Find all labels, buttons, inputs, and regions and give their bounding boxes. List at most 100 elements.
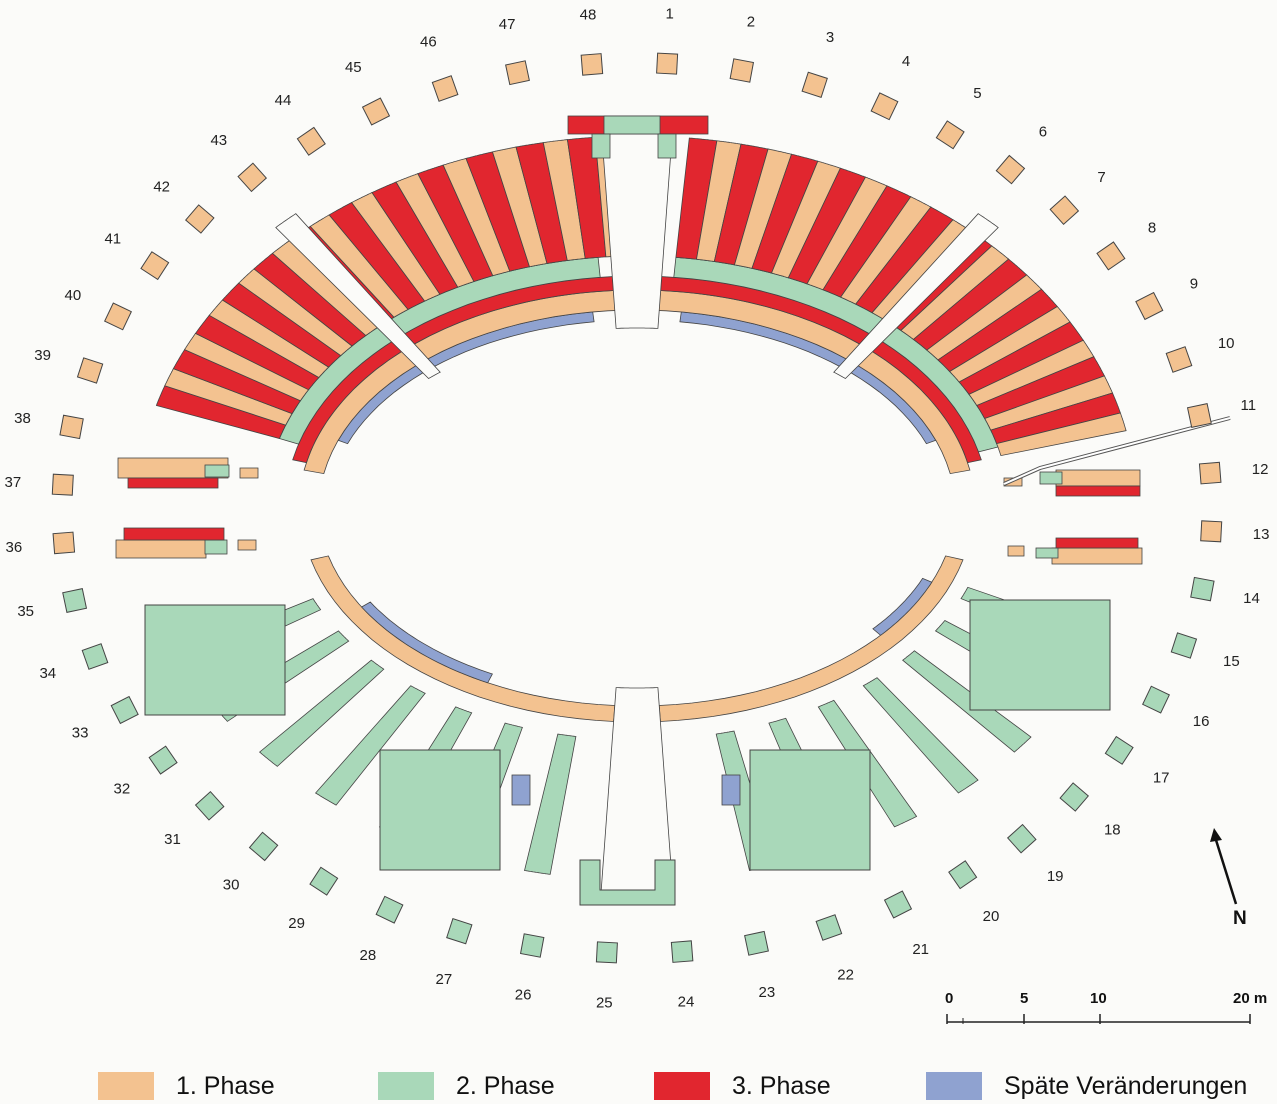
pillar-number-45: 45 [345,59,362,76]
entrance-wall [204,539,228,555]
entrance-wall [127,477,219,489]
drain-channel-inner [1003,417,1231,485]
pillar-46 [431,75,459,102]
pillar-19 [1006,823,1037,854]
inner-wall-se [658,555,964,722]
pillar-number-43: 43 [210,132,227,149]
pillar-number-13: 13 [1253,526,1270,543]
pillar-27 [446,917,473,945]
pillar-number-1: 1 [666,6,674,23]
scale-bar: 0 5 10 20 m [935,990,1275,1030]
pillar-number-18: 18 [1104,822,1121,839]
pillar-number-44: 44 [275,92,292,109]
legend-swatch-phase2 [378,1072,434,1100]
south-gate-phase2 [579,859,676,906]
north-arrow [1206,828,1256,938]
pillar-32 [148,745,178,775]
pillar-23 [744,930,769,956]
pillar-number-39: 39 [34,347,51,364]
legend-swatch-phase1 [98,1072,154,1100]
pillar-number-15: 15 [1223,653,1240,670]
late-wall-sw [360,601,493,684]
scale-ruler [946,1014,1251,1024]
stair-block-phase2 [969,599,1111,711]
pillar-24 [670,940,694,963]
entrance-wall [204,464,230,478]
pillar-number-16: 16 [1193,713,1210,730]
pillar-8 [1096,241,1126,271]
pillar-number-19: 19 [1047,868,1064,885]
pillar-16 [1142,685,1170,714]
radial-chamber-phase1 [996,412,1127,457]
late-wall-se [872,577,933,636]
pillar-number-24: 24 [678,994,695,1011]
pillar-number-27: 27 [436,971,453,988]
scale-label-20: 20 m [1233,990,1268,1007]
entrance-wall [1051,547,1143,565]
pillar-number-42: 42 [153,179,170,196]
entrance-wall [237,539,257,551]
pillar-number-35: 35 [17,603,34,620]
pillar-21 [883,890,913,919]
legend-item-late: Späte Veränderungen [926,1070,1247,1102]
pillar-4 [870,92,899,121]
pillar-number-6: 6 [1039,124,1047,141]
north-gate-phase2 [603,115,661,135]
pillar-25 [595,941,618,964]
pillar-number-25: 25 [596,994,613,1011]
pillar-7 [1049,195,1080,226]
pillar-number-37: 37 [5,474,22,491]
north-gate-pier-w [591,133,611,159]
pillar-number-41: 41 [104,230,121,247]
pillar-number-47: 47 [499,16,516,33]
legend-swatch-late [926,1072,982,1100]
pillar-number-20: 20 [983,908,1000,925]
pillar-28 [375,895,404,924]
stair-block-phase2 [144,604,286,716]
pillar-43 [237,162,268,193]
legend-swatch-phase3 [654,1072,710,1100]
pillar-5 [935,120,965,150]
pillar-number-30: 30 [223,876,240,893]
pillar-number-34: 34 [39,665,56,682]
north-gate-pier-e [657,133,677,159]
legend-label-late: Späte Veränderungen [1004,1071,1248,1100]
pillar-39 [76,357,104,384]
pillar-6 [995,154,1026,185]
radial-wall-phase2 [258,659,385,767]
pillar-number-7: 7 [1097,169,1105,186]
late-buttress [721,774,741,806]
legend-item-phase1: 1. Phase [98,1070,275,1102]
entrance-wall [1055,485,1141,497]
pillar-number-22: 22 [837,967,854,984]
pillar-10 [1165,346,1193,373]
pillar-11 [1186,403,1212,428]
pillar-number-12: 12 [1252,461,1269,478]
pillar-35 [62,588,88,613]
pillar-number-14: 14 [1243,590,1260,607]
pillar-1 [656,52,679,75]
pillar-number-33: 33 [72,725,89,742]
pillar-number-38: 38 [14,410,31,427]
legend-item-phase3: 3. Phase [654,1070,831,1102]
pillar-17 [1104,735,1134,765]
pillar-number-8: 8 [1148,220,1156,237]
pillar-number-26: 26 [515,987,532,1004]
pillar-number-10: 10 [1218,335,1235,352]
pillar-number-2: 2 [747,13,755,30]
entrance-wall [1007,545,1025,557]
pillar-31 [194,790,225,821]
north-label: N [1233,908,1247,929]
legend-item-phase2: 2. Phase [378,1070,555,1102]
outer-pillars [51,52,1223,964]
pillar-45 [361,97,391,126]
pillar-41 [140,251,170,281]
pillar-number-17: 17 [1153,770,1170,787]
pillar-18 [1059,782,1090,812]
scale-label-5: 5 [1020,990,1029,1007]
entrance-wall [123,527,225,541]
stair-block-phase2 [379,749,501,871]
scale-label-10: 10 [1090,990,1107,1007]
pillar-number-48: 48 [580,7,597,24]
